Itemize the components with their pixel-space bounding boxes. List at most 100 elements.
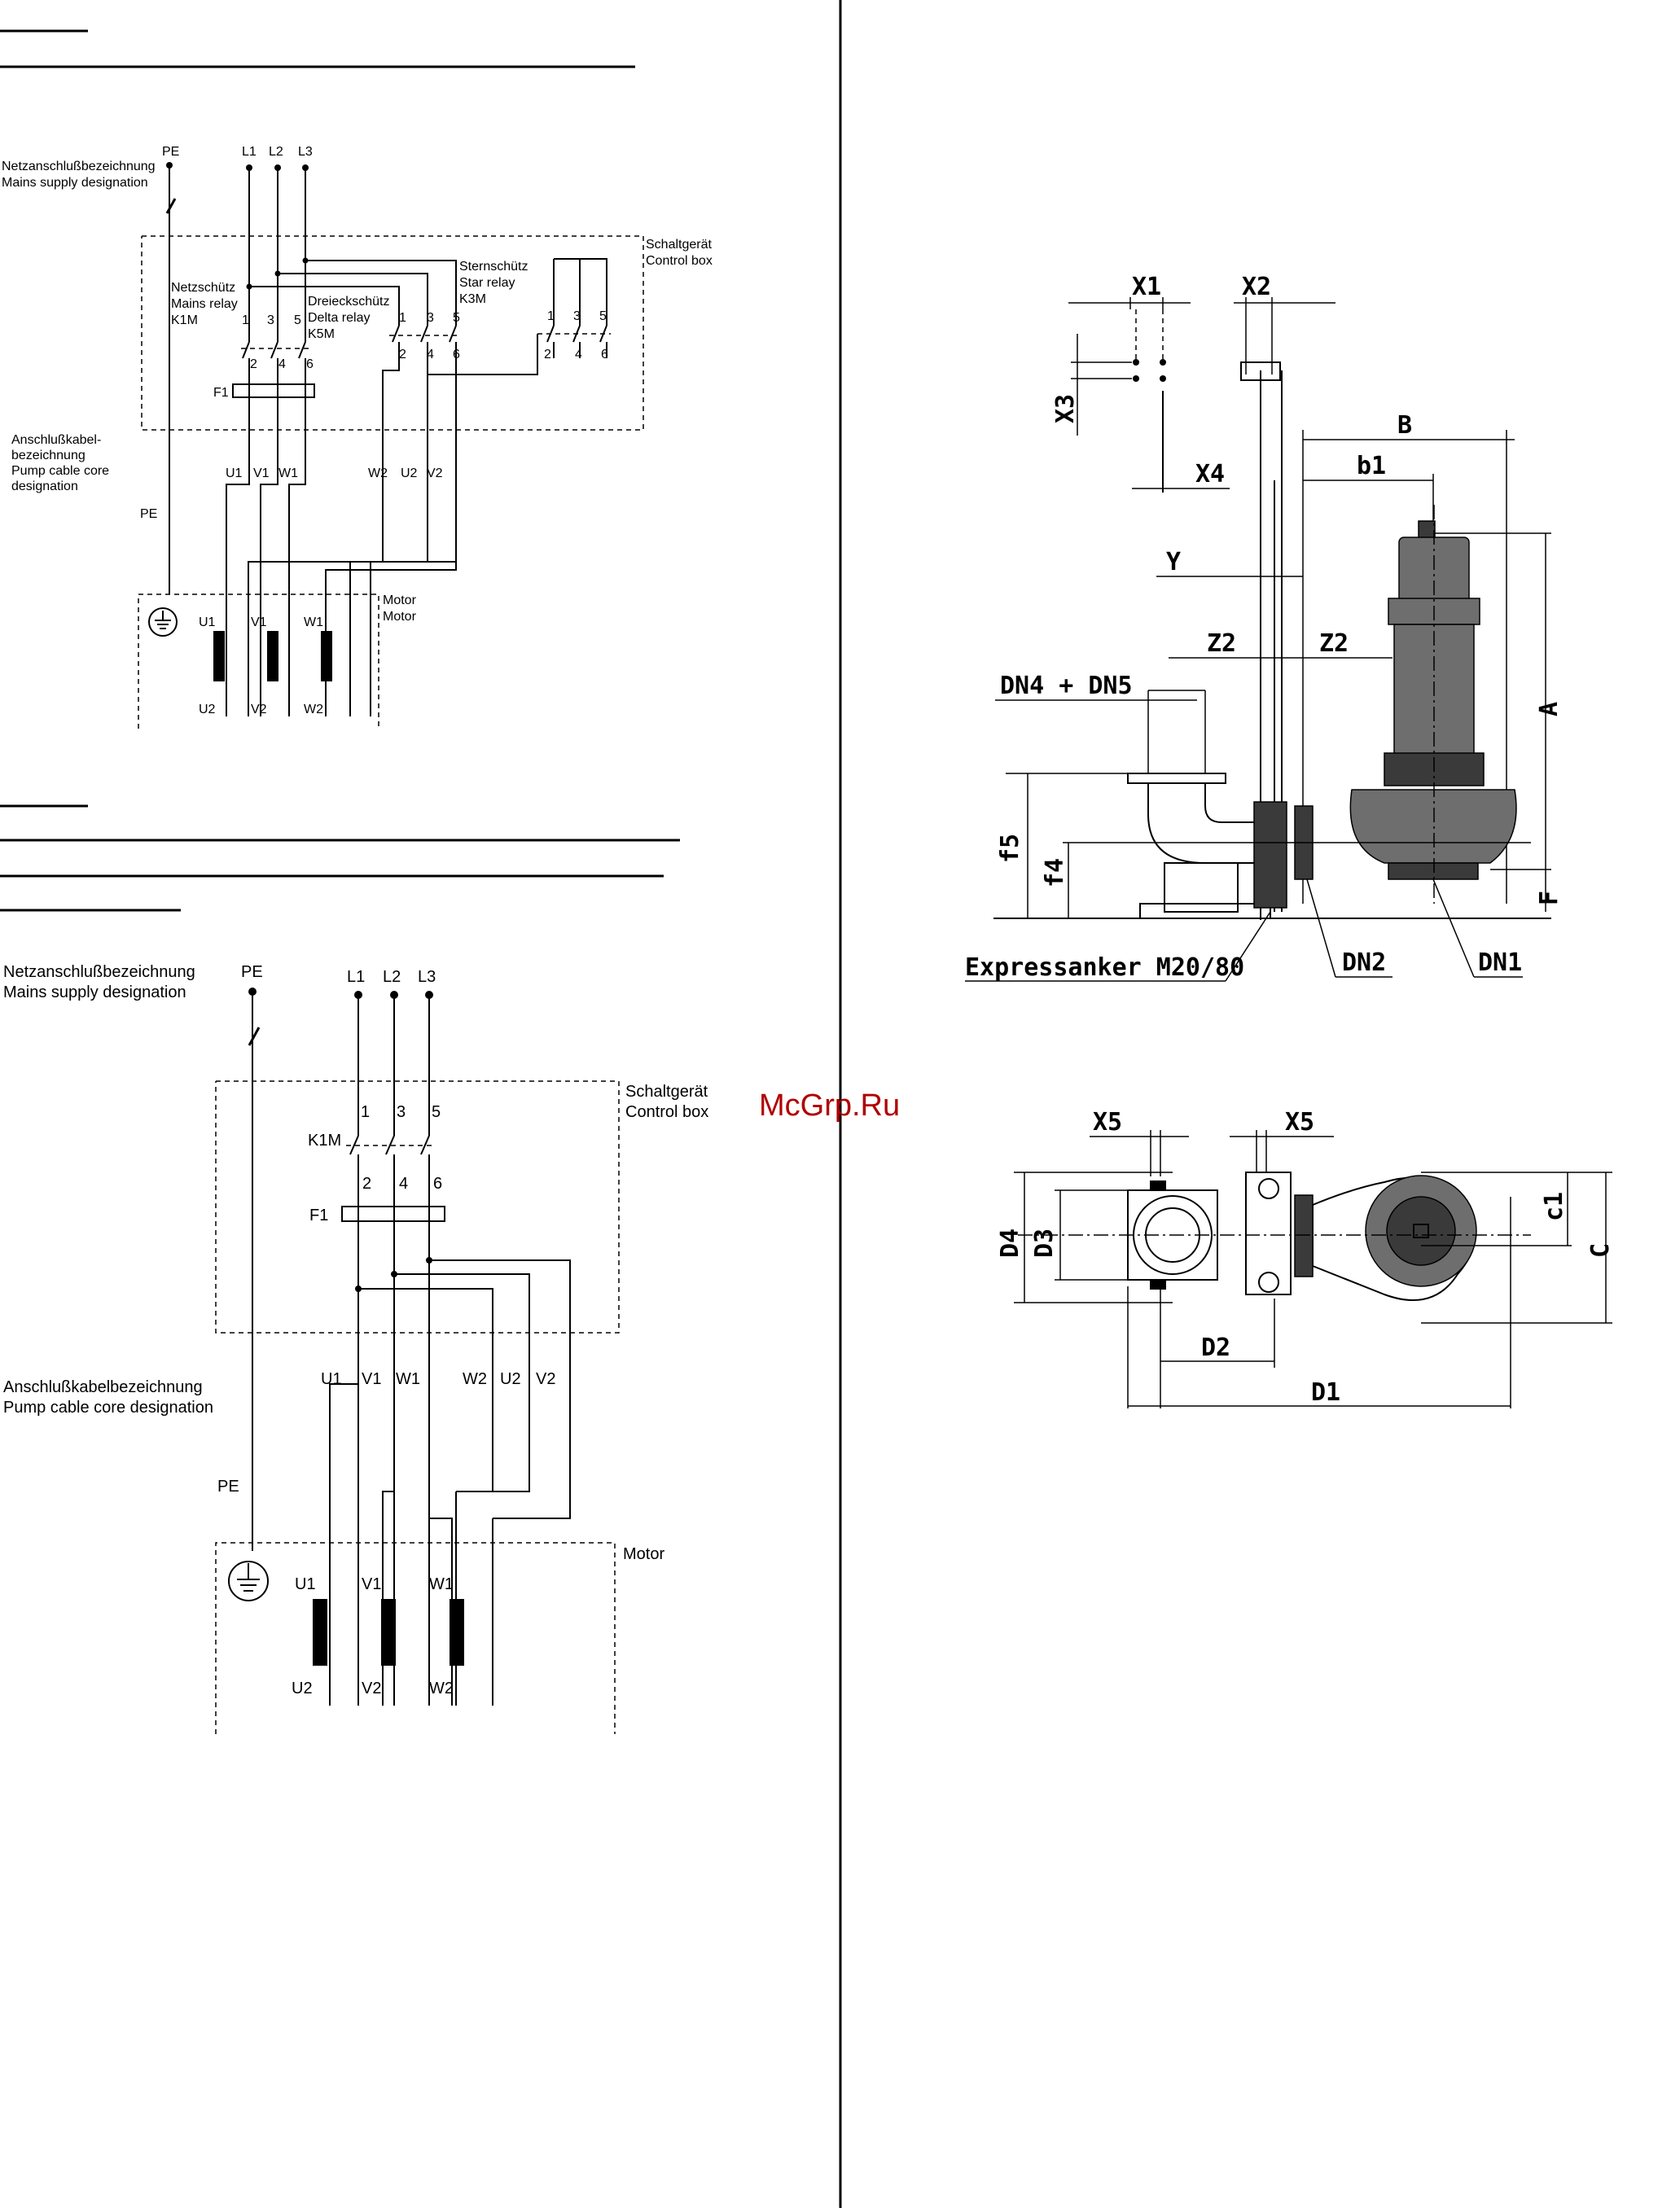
svg-text:V2: V2 <box>251 703 267 716</box>
pe-label: PE <box>162 145 179 159</box>
svg-text:1: 1 <box>547 309 555 323</box>
svg-text:Z2: Z2 <box>1207 629 1236 658</box>
mains-label-en: Mains supply designation <box>2 176 148 190</box>
ground-icon <box>148 607 178 637</box>
mains-label-de: Netzanschlußbezeichnung <box>3 963 195 981</box>
winding-v <box>267 631 278 681</box>
svg-text:D1: D1 <box>1311 1378 1340 1407</box>
svg-text:W2: W2 <box>429 1680 454 1697</box>
svg-text:X3: X3 <box>1051 394 1080 423</box>
svg-text:V2: V2 <box>362 1680 381 1697</box>
svg-text:3: 3 <box>267 313 274 327</box>
svg-text:V1: V1 <box>251 615 267 629</box>
installation-side-view: X1 X2 X3 X4 Y B b1 Z2 Z2 <box>965 273 1564 982</box>
k3m-label-de: Sternschütz <box>459 260 528 274</box>
svg-text:5: 5 <box>432 1103 441 1121</box>
cable-label-en-1: Pump cable core <box>11 464 109 478</box>
svg-text:c1: c1 <box>1540 1192 1568 1221</box>
svg-text:X2: X2 <box>1242 273 1271 301</box>
svg-text:X4: X4 <box>1195 460 1225 488</box>
svg-text:W1: W1 <box>429 1575 454 1593</box>
svg-text:4: 4 <box>427 348 434 361</box>
wiring-diagram-direct-on-line: Netzanschlußbezeichnung Mains supply des… <box>3 963 708 1734</box>
svg-text:X5: X5 <box>1285 1108 1314 1137</box>
svg-text:W1: W1 <box>396 1370 420 1388</box>
svg-text:6: 6 <box>433 1175 442 1193</box>
svg-text:W1: W1 <box>278 466 298 480</box>
svg-text:W2: W2 <box>304 703 323 716</box>
svg-text:3: 3 <box>427 311 434 325</box>
svg-text:f5: f5 <box>996 834 1024 863</box>
k1m-contacts <box>346 1135 436 1180</box>
svg-text:3: 3 <box>397 1103 406 1121</box>
l1-label: L1 <box>347 968 365 986</box>
control-box-label-en: Control box <box>625 1103 708 1121</box>
svg-text:2: 2 <box>362 1175 371 1193</box>
winding-v <box>381 1599 396 1666</box>
svg-text:f4: f4 <box>1041 858 1069 887</box>
svg-text:D2: D2 <box>1201 1334 1230 1362</box>
pe-cable-label: PE <box>140 507 157 521</box>
svg-text:1: 1 <box>361 1103 370 1121</box>
l2-label: L2 <box>383 968 401 986</box>
svg-text:U2: U2 <box>292 1680 313 1697</box>
svg-text:Y: Y <box>1166 548 1181 576</box>
svg-text:D3: D3 <box>1030 1229 1059 1258</box>
svg-text:3: 3 <box>573 309 581 323</box>
svg-text:1: 1 <box>399 311 406 325</box>
svg-text:F: F <box>1535 891 1564 905</box>
svg-text:U1: U1 <box>226 466 243 480</box>
svg-text:6: 6 <box>306 357 314 371</box>
svg-text:2: 2 <box>250 357 257 371</box>
svg-text:DN2: DN2 <box>1342 948 1386 977</box>
svg-text:6: 6 <box>453 348 460 361</box>
svg-text:V1: V1 <box>362 1575 381 1593</box>
svg-text:A: A <box>1535 702 1564 716</box>
l3-label: L3 <box>418 968 436 986</box>
installation-plan-view: X5 X5 D4 D3 D2 <box>996 1108 1615 1408</box>
pe-cable-label: PE <box>217 1478 239 1496</box>
svg-text:X1: X1 <box>1132 273 1161 301</box>
svg-text:U1: U1 <box>321 1370 342 1388</box>
winding-u <box>313 1599 327 1666</box>
header-rules <box>0 29 680 912</box>
svg-text:V2: V2 <box>536 1370 555 1388</box>
control-box-label-de: Schaltgerät <box>625 1083 708 1101</box>
svg-text:DN1: DN1 <box>1478 948 1522 977</box>
cable-label-en: Pump cable core designation <box>3 1399 213 1417</box>
winding-w <box>321 631 332 681</box>
winding-w <box>450 1599 464 1666</box>
svg-text:1: 1 <box>242 313 249 327</box>
svg-text:W2: W2 <box>463 1370 487 1388</box>
control-box-outline <box>141 235 644 431</box>
svg-text:4: 4 <box>575 348 582 361</box>
k3m-label-en: Star relay <box>459 276 515 290</box>
svg-text:X5: X5 <box>1093 1108 1122 1137</box>
k1m-label-en: Mains relay <box>171 297 238 311</box>
pe-label: PE <box>241 963 263 981</box>
k5m-label: K5M <box>308 327 335 341</box>
svg-text:U2: U2 <box>500 1370 521 1388</box>
wiring-diagram-star-delta: Netzanschlußbezeichnung Mains supply des… <box>2 145 713 729</box>
svg-text:5: 5 <box>599 309 607 323</box>
discharge-elbow <box>1127 690 1314 919</box>
svg-text:V1: V1 <box>362 1370 381 1388</box>
svg-text:2: 2 <box>399 348 406 361</box>
k3m-contacts <box>428 258 611 375</box>
k1m-label: K1M <box>308 1132 341 1150</box>
k1m-contacts <box>241 285 309 375</box>
motor-label: Motor <box>623 1545 664 1563</box>
svg-text:6: 6 <box>601 348 608 361</box>
ground-icon <box>228 1561 269 1601</box>
motor-outline <box>215 1542 616 1734</box>
control-box-label-en: Control box <box>646 254 713 268</box>
svg-text:5: 5 <box>453 311 460 325</box>
l1-label: L1 <box>242 145 257 159</box>
motor-label-en: Motor <box>383 610 417 624</box>
svg-text:U1: U1 <box>295 1575 316 1593</box>
cable-label-en-2: designation <box>11 480 78 493</box>
cable-label-de: Anschlußkabelbezeichnung <box>3 1378 203 1396</box>
svg-text:C: C <box>1586 1243 1615 1258</box>
